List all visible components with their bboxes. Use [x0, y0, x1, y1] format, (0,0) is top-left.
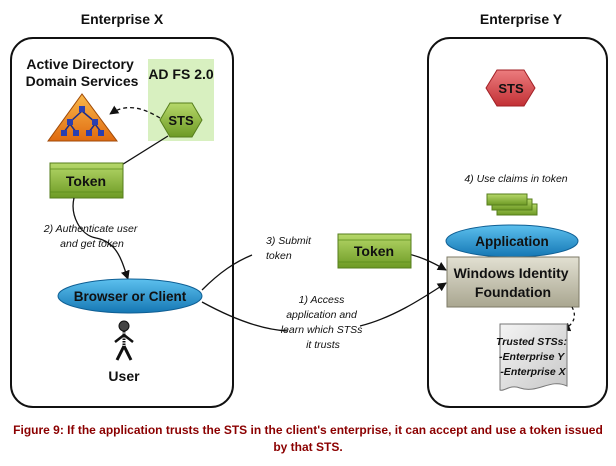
left-panel-title: Enterprise X [81, 11, 164, 27]
ad-pyramid-icon [47, 93, 118, 142]
wif-label: Windows Identity Foundation [454, 265, 573, 300]
authenticate-arrow [72, 197, 130, 280]
token-middle-label: Token [354, 243, 394, 259]
enterprise-x-panel [10, 37, 234, 408]
browser-client-label: Browser or Client [74, 289, 187, 304]
step-2-label: 2) Authenticate user and get token [43, 223, 141, 250]
trusted-sts-label: Trusted STSs: -Enterprise Y -Enterprise … [496, 336, 570, 378]
token-left-node [49, 162, 124, 199]
adfs-label: AD FS 2.0 [148, 66, 214, 82]
sts-left-label: STS [168, 113, 194, 128]
right-panel-title: Enterprise Y [480, 11, 563, 27]
active-directory-label: Active Directory Domain Services [26, 56, 139, 89]
sts-right-label: STS [498, 81, 524, 96]
sts-to-ad-arrow [109, 105, 161, 119]
sts-token-line [119, 135, 169, 167]
caption-line-2: by that STS. [273, 440, 343, 454]
sts-left-node [159, 102, 203, 138]
step-4-label: 4) Use claims in token [464, 173, 567, 185]
step-1-label: 1) Access application and learn which ST… [281, 294, 366, 351]
sts-right-node [485, 69, 536, 107]
architecture-diagram: Enterprise X Enterprise Y Active Directo… [10, 11, 608, 408]
claims-stack-icon [486, 193, 538, 216]
submit-token-line [201, 254, 253, 291]
user-figure-icon [114, 320, 134, 361]
caption-line-1: Figure 9: If the application trusts the … [13, 423, 603, 437]
access-app-arrow [359, 282, 447, 327]
step-3-label: 3) Submit token [266, 235, 314, 262]
figure-caption: Figure 9: If the application trusts the … [0, 422, 616, 456]
access-app-line [201, 301, 289, 332]
trusted-sts-document [499, 323, 568, 391]
application-label: Application [475, 234, 549, 249]
user-label: User [108, 368, 140, 384]
browser-client-node [57, 278, 203, 314]
enterprise-y-panel [427, 37, 608, 408]
wif-node [446, 256, 580, 308]
token-middle-node [337, 233, 412, 269]
token-left-label: Token [66, 173, 106, 189]
